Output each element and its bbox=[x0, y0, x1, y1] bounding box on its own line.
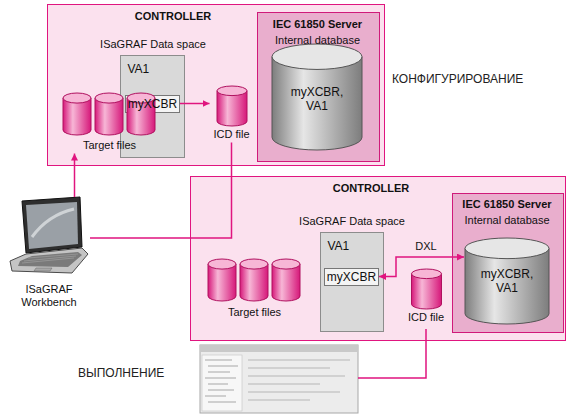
file-cylinder bbox=[404, 268, 449, 312]
target-files: Target files bbox=[200, 258, 310, 322]
panel-title: CONTROLLER bbox=[123, 10, 223, 23]
connector-arrow bbox=[379, 257, 464, 277]
controller-panel: CONTROLLER ISaGRAF Data spaceVA1 myXCBR Tar… bbox=[190, 176, 566, 341]
database-cylinder: myXCBR, VA1 bbox=[271, 43, 363, 151]
server-title: IEC 61850 Server bbox=[258, 18, 378, 31]
panel-title: CONTROLLER bbox=[321, 182, 421, 195]
database-content: myXCBR, VA1 bbox=[287, 85, 347, 114]
connector-arrow bbox=[90, 143, 232, 239]
icd-file: ICD file bbox=[404, 268, 449, 326]
file-cylinders bbox=[200, 258, 310, 304]
files-label: Target files bbox=[200, 306, 310, 319]
variable-name: myXCBR bbox=[325, 270, 378, 284]
variable-box: myXCBR bbox=[324, 268, 379, 286]
icd-file: ICD file bbox=[210, 85, 254, 143]
data-space-title: ISaGRAF Data space bbox=[290, 215, 415, 228]
file-label: ICD file bbox=[210, 128, 254, 141]
server-box: IEC 61850 ServerInternal database myXCBR,… bbox=[452, 193, 564, 333]
database-cylinder: myXCBR, VA1 bbox=[464, 237, 550, 325]
section-label: ВЫПОЛНЕНИЕ bbox=[78, 366, 164, 380]
screenshot-image bbox=[200, 345, 358, 413]
server-box: IEC 61850 ServerInternal database myXCBR,… bbox=[257, 12, 380, 162]
data-space-title: ISaGRAF Data space bbox=[91, 38, 216, 51]
database-caption: Internal database bbox=[258, 34, 378, 47]
connector-arrow bbox=[180, 103, 210, 105]
laptop-label: ISaGRAF Workbench bbox=[8, 283, 90, 309]
file-label: ICD file bbox=[404, 311, 449, 324]
variable-box: myXCBR bbox=[125, 95, 180, 113]
edge-label: DXL bbox=[415, 240, 436, 252]
leader-line bbox=[358, 329, 426, 378]
workbench-laptop: ISaGRAF Workbench bbox=[8, 197, 90, 322]
section-label: КОНФИГУРИРОВАНИЕ bbox=[392, 72, 523, 86]
controller-panel: CONTROLLER ISaGRAF Data spaceVA1 myXCBR Tar… bbox=[47, 4, 385, 166]
connector-arrow bbox=[74, 154, 76, 198]
variable-name: VA1 bbox=[128, 62, 168, 76]
files-label: Target files bbox=[55, 139, 165, 152]
variable-name: myXCBR bbox=[126, 97, 179, 111]
database-caption: Internal database bbox=[453, 214, 562, 227]
data-space-box: ISaGRAF Data spaceVA1myXCBR bbox=[320, 232, 384, 332]
file-cylinder bbox=[210, 85, 254, 129]
server-title: IEC 61850 Server bbox=[453, 198, 562, 211]
laptop-illustration bbox=[8, 197, 90, 277]
database-content: myXCBR, VA1 bbox=[477, 267, 537, 296]
variable-name: VA1 bbox=[328, 239, 368, 253]
